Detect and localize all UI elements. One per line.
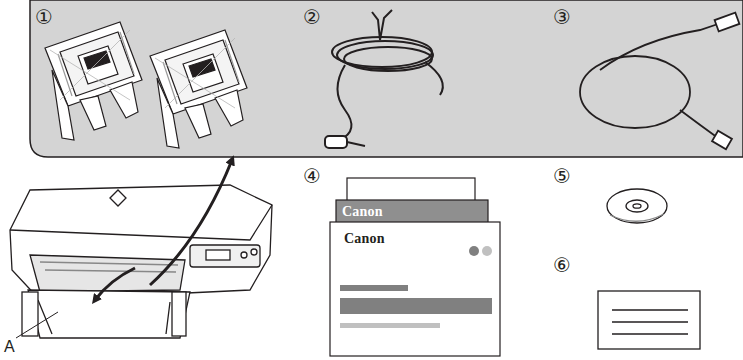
brand-name: Canon xyxy=(344,232,385,246)
usb-cable xyxy=(580,13,739,150)
remove-arrow xyxy=(150,160,232,285)
open-arrow xyxy=(95,268,135,300)
callout-number: ② xyxy=(303,7,321,27)
power-cord xyxy=(325,10,443,148)
callout-number: ⑤ xyxy=(553,166,571,186)
leader-line xyxy=(16,312,58,338)
info-sheet xyxy=(598,291,700,349)
callout-number: ① xyxy=(35,7,53,27)
printer xyxy=(10,185,272,338)
brand-name: Canon xyxy=(342,205,383,219)
ink-cartridges xyxy=(45,22,247,148)
contents-panel xyxy=(30,0,743,157)
callout-number: ⑥ xyxy=(553,255,571,275)
callout-number: ④ xyxy=(303,166,321,186)
manuals xyxy=(330,178,500,356)
callout-number: ③ xyxy=(553,7,571,27)
part-letter: A xyxy=(4,339,15,355)
cd-rom xyxy=(607,189,667,223)
